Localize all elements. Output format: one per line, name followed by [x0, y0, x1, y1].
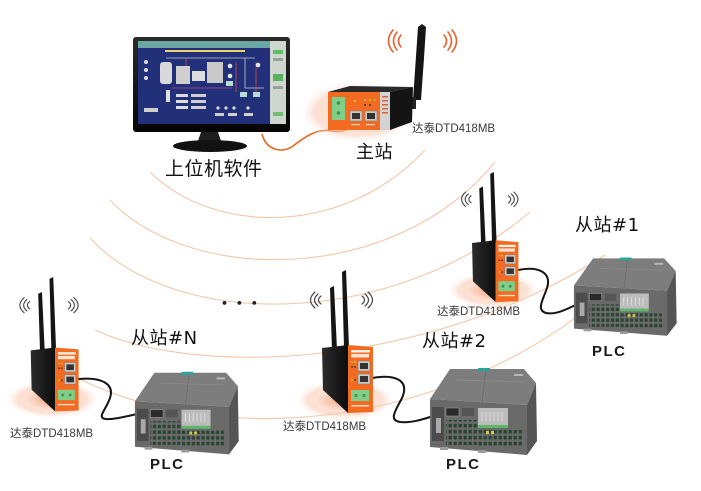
status-leds: [351, 361, 356, 381]
terminal-block: [498, 281, 515, 292]
wireless-signal-right-icon: [67, 297, 79, 314]
status-leds: [354, 99, 376, 106]
plc-icon: [134, 371, 239, 455]
io-terminals: [478, 430, 522, 447]
master-station-label: 主站: [356, 142, 393, 163]
io-terminals: [150, 421, 182, 445]
antenna-icon: [49, 277, 57, 351]
router-body: [322, 345, 348, 413]
panel-indicator: [273, 112, 283, 116]
terminal-block: [351, 390, 369, 401]
wireless-signal-left-icon: [19, 297, 31, 314]
router-side: [390, 87, 413, 130]
ethernet-port-icon: [445, 407, 460, 417]
plc-top: [430, 369, 536, 405]
panel-indicator: [273, 58, 283, 61]
io-terminals: [620, 313, 663, 329]
terminal-block: [332, 97, 345, 120]
monitor-base: [173, 140, 247, 152]
monitor-icon: [133, 37, 290, 152]
monitor-screen: [138, 48, 270, 124]
plc-label: PLC: [446, 456, 481, 473]
router-label-panel: [380, 92, 390, 130]
host-software-label: 上位机软件: [165, 158, 263, 180]
ethernet-port-icon: [150, 409, 164, 418]
ethernet-cable: [371, 375, 453, 424]
plc-side: [667, 271, 677, 336]
ethernet-port-icon: [357, 373, 371, 385]
ethernet-cable: [78, 377, 158, 421]
slave-router-2: [293, 270, 397, 421]
antenna-icon: [479, 186, 486, 246]
slave-router-1: [445, 172, 541, 310]
terminal-block: [181, 409, 211, 426]
antenna-icon: [38, 292, 45, 354]
plc-label: PLC: [150, 456, 185, 473]
ethernet-port-icon: [504, 266, 516, 276]
ethernet-port-icon: [64, 362, 77, 373]
slave-device-label: 达泰DTD418MB: [10, 428, 94, 440]
antenna-icon: [490, 172, 497, 243]
signal-arc: [89, 211, 531, 305]
status-leds: [58, 362, 63, 382]
wireless-signal-right-icon: [507, 191, 519, 208]
wireless-signal-left-icon: [387, 29, 402, 53]
io-terminals: [446, 420, 478, 445]
brand-badge: [181, 371, 194, 375]
ethernet-cable: [517, 267, 595, 315]
brand-badge: [620, 257, 632, 261]
plc-icon: [573, 257, 677, 336]
plc-icon: [430, 368, 537, 455]
more-stations-ellipsis: • • •: [221, 297, 260, 310]
slave-device-label: 达泰DTD418MB: [437, 306, 521, 318]
monitor-side-panel: [270, 41, 286, 124]
ethernet-port-icon: [504, 254, 516, 265]
monitor-title-bar: [138, 41, 270, 48]
signal-arc: [149, 149, 426, 219]
antenna-icon: [413, 24, 426, 100]
wireless-signal-left-icon: [461, 191, 472, 208]
slave-router-n: [3, 277, 102, 419]
panel-indicator: [273, 86, 283, 89]
wireless-signal-left-icon: [309, 291, 322, 309]
router-body: [30, 347, 56, 412]
terminal-block: [620, 293, 649, 309]
brand-badge: [478, 368, 490, 371]
antenna-icon: [342, 270, 349, 348]
panel-indicator: [273, 74, 283, 81]
plc-label: PLC: [592, 343, 627, 360]
monitor-neck: [198, 132, 221, 141]
terminal-block: [57, 389, 75, 401]
slave-station-label: 从站#1: [575, 215, 640, 236]
plc-top: [573, 258, 676, 291]
io-terminals: [589, 304, 620, 327]
wireless-signal-right-icon: [443, 29, 458, 53]
scada-graphic: [144, 50, 264, 116]
router-top: [328, 86, 413, 92]
signal-arc: [109, 161, 496, 261]
panel-indicator: [273, 50, 283, 54]
wireless-signal-right-icon: [361, 291, 374, 309]
slave-station-label: 从站#N: [131, 328, 198, 349]
master-router: [298, 24, 458, 144]
slave-station-label: 从站#2: [422, 331, 487, 352]
terminal-block: [478, 408, 508, 425]
plc-side: [527, 383, 537, 455]
ethernet-port-icon: [364, 110, 378, 122]
ethernet-port-icon: [349, 110, 363, 122]
router-body: [472, 240, 496, 303]
plc-side: [229, 386, 239, 455]
status-leds: [498, 254, 503, 273]
ethernet-port-icon: [64, 374, 77, 385]
ethernet-port-icon: [588, 293, 603, 301]
antenna-icon: [330, 286, 337, 351]
ethernet-port-icon: [357, 360, 371, 372]
plc-top: [134, 372, 238, 407]
io-terminals: [181, 430, 225, 447]
master-device-label: 达泰DTD418MB: [412, 123, 496, 135]
slave-device-label: 达泰DTD418MB: [283, 421, 367, 433]
